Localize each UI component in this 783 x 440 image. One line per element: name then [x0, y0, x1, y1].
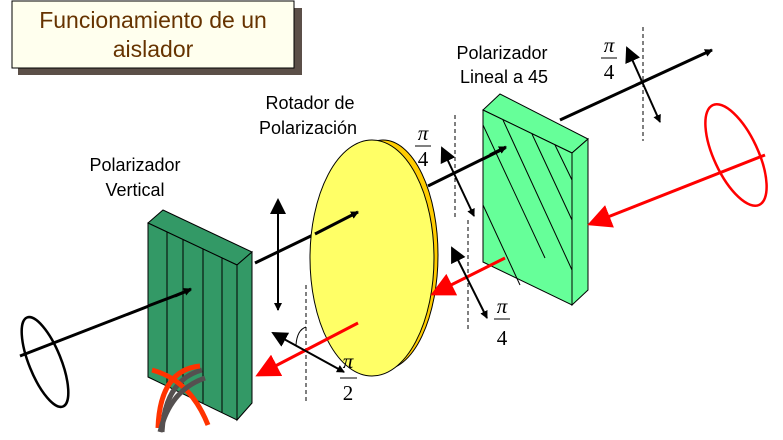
svg-text:4: 4	[418, 147, 429, 171]
forward-beam-2	[254, 232, 316, 265]
reflected-polarization-ellipse	[704, 103, 768, 207]
vertical-polarizer	[147, 209, 253, 422]
svg-text:π: π	[497, 294, 508, 318]
reflected-beam-1	[587, 153, 766, 228]
angle-label-3: π 4	[494, 294, 510, 350]
linear-polarizer-45	[482, 93, 589, 307]
angle-arc	[295, 326, 307, 346]
title-box: Funcionamiento de un aislador	[11, 0, 302, 75]
polarization-horizontal-arrow	[271, 332, 345, 373]
svg-text:4: 4	[604, 60, 615, 84]
linear-polarizer-label-2: Lineal a 45	[460, 67, 548, 87]
reflected-beam-2	[430, 256, 506, 296]
input-polarization-ellipse	[20, 315, 70, 409]
rotator-label-1: Rotador de	[265, 93, 354, 113]
title-line-1: Funcionamiento de un	[39, 7, 267, 33]
angle-label-4: π 2	[340, 349, 357, 405]
svg-text:4: 4	[497, 326, 508, 350]
svg-text:2: 2	[343, 381, 354, 405]
vertical-polarizer-label-1: Polarizador	[89, 155, 180, 175]
blocked-cross-icon	[151, 363, 211, 433]
output-beam	[559, 48, 713, 122]
svg-text:π: π	[418, 121, 429, 145]
polarization-rotator-disc	[309, 139, 439, 377]
angle-label-2: π 4	[601, 33, 617, 84]
svg-text:π: π	[343, 349, 354, 373]
title-line-2: aislador	[113, 36, 194, 62]
polarization-45-arrow-out	[625, 46, 661, 123]
polarization-45-arrow-1	[440, 146, 475, 217]
polarization-45-arrow-2	[451, 246, 488, 319]
forward-beam-2b	[314, 210, 359, 236]
linear-polarizer-label-1: Polarizador	[456, 43, 547, 63]
angle-label-1: π 4	[415, 121, 431, 171]
rotator-label-2: Polarización	[259, 118, 357, 138]
svg-text:π: π	[604, 33, 615, 57]
vertical-polarizer-label-2: Vertical	[105, 180, 164, 200]
